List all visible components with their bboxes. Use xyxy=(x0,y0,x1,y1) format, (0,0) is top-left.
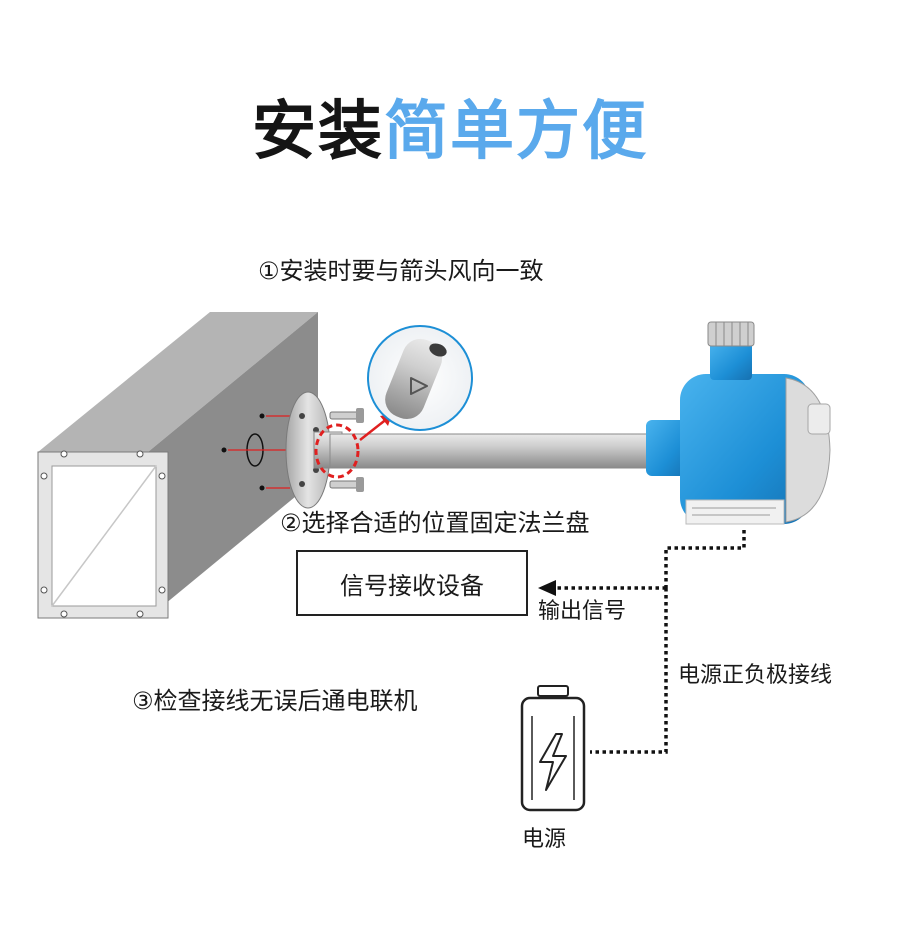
step-3-text: ③检查接线无误后通电联机 xyxy=(132,687,418,715)
power-wiring-label: 电源正负极接线 xyxy=(678,663,833,688)
step-2-text: ②选择合适的位置固定法兰盘 xyxy=(280,509,590,537)
signal-receiver-box: 信号接收设备 xyxy=(296,550,528,616)
transmitter-housing xyxy=(680,374,831,525)
cable-gland xyxy=(707,321,755,380)
zoom-detail-circle xyxy=(367,325,473,431)
highlight-pointer xyxy=(359,417,389,441)
probe-tube xyxy=(329,433,661,469)
output-arrow-icon xyxy=(538,580,556,596)
highlight-circle xyxy=(314,423,360,479)
wiring-lines xyxy=(552,530,746,754)
signal-receiver-label: 信号接收设备 xyxy=(340,571,484,600)
mounting-hole-markers xyxy=(221,413,296,491)
flange-screws xyxy=(329,408,364,492)
title-part-black: 安装 xyxy=(252,95,384,169)
output-signal-label: 输出信号 xyxy=(538,599,627,624)
battery-icon xyxy=(520,685,586,812)
air-duct xyxy=(37,312,318,619)
transmitter-neck xyxy=(646,420,690,476)
lightning-icon xyxy=(539,733,567,791)
power-label: 电源 xyxy=(522,827,567,852)
step-1-text: ①安装时要与箭头风向一致 xyxy=(258,257,544,285)
airflow-arrow-icon xyxy=(410,377,428,395)
title-part-blue: 简单方便 xyxy=(384,95,648,169)
nameplate xyxy=(685,499,785,525)
page-title: 安装简单方便 xyxy=(0,92,900,172)
